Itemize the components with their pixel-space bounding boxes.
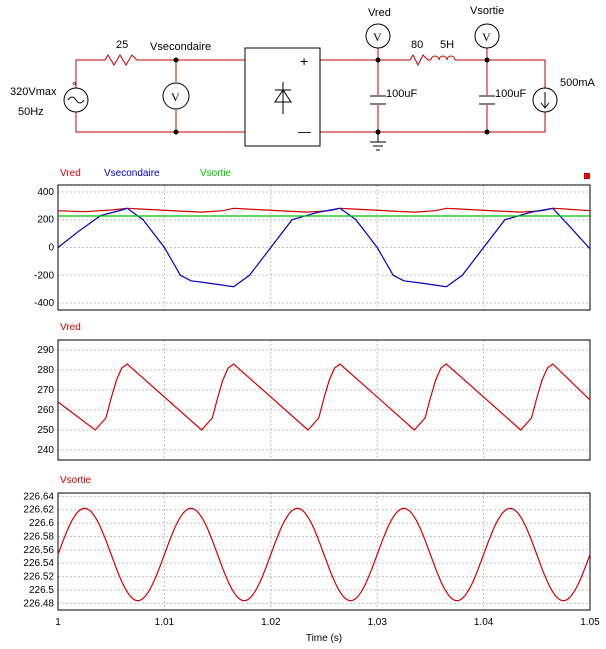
resistor-1 [104,54,140,66]
svg-text:V: V [482,30,491,44]
junction-dot [173,129,179,135]
junction-dot [484,129,490,135]
capacitor-1-label: 100uF [386,88,417,100]
voltmeter-vsortie: V [474,23,500,49]
svg-text:V: V [171,90,180,104]
y-tick-label: 226.6 [29,518,54,529]
y-tick-label: 240 [37,445,54,456]
panel-title: Vred [60,322,81,333]
series-line-vred [57,363,591,431]
y-tick-label: 400 [37,187,54,198]
y-tick-label: 260 [37,405,54,416]
x-tick-label: 1.02 [261,617,281,628]
y-tick-label: 280 [37,365,54,376]
legend-vsortie: Vsortie [200,168,232,179]
y-tick-label: 226.56 [23,545,54,556]
capacitor-2-label: 100uF [495,88,526,100]
x-axis-label: Time (s) [306,633,342,644]
y-tick-label: 290 [37,345,54,356]
ground-symbol [370,132,386,151]
inductor [430,55,456,61]
waveform-plots: 400 200 0 -200 -400 290 280 270 260 250 240 Vred 226… [23,168,600,644]
current-source-load [532,87,558,113]
ac-source: ° [63,81,89,113]
resistor-2 [409,53,431,67]
circuit-schematic: 25 ° 320Vmax 50Hz V Vsecondaire + — 100u… [10,5,596,151]
y-tick-label: 226.52 [23,572,54,583]
y-tick-label: 226.48 [23,598,54,609]
y-tick-label: 250 [37,425,54,436]
node-vsortie-label: Vsortie [470,5,504,17]
rectifier-minus-sign: — [298,124,311,139]
node-vsecondaire-label: Vsecondaire [150,41,211,53]
legend-marker [584,173,590,179]
junction-dot [484,57,490,63]
capacitor-2 [479,95,495,105]
y-tick-label: 200 [37,215,54,226]
series-line-vsortie [57,507,591,602]
voltmeter-vred: V [365,23,391,49]
source-amplitude-label: 320Vmax [10,86,57,98]
source-frequency-label: 50Hz [18,106,44,118]
load-label: 500mA [560,77,596,89]
panel-title: Vsortie [60,475,92,486]
svg-text:V: V [373,30,382,44]
bridge-rectifier: + — [244,47,321,147]
legend-vred: Vred [60,168,81,179]
inductor-label: 5H [440,39,454,51]
junction-dot [375,57,381,63]
voltmeter-vsecondaire: V [162,82,190,110]
x-tick-label: 1 [55,617,61,628]
capacitor-1 [370,95,386,105]
y-tick-label: 0 [48,243,54,254]
y-tick-label: -400 [34,298,54,309]
plot-frame [57,492,591,611]
y-tick-label: -200 [34,270,54,281]
legend-vsecondaire: Vsecondaire [104,168,160,179]
y-tick-label: 226.5 [29,585,54,596]
x-tick-label: 1.04 [474,617,494,628]
node-vred-label: Vred [368,7,391,19]
x-tick-label: 1.03 [367,617,387,628]
rectifier-plus-sign: + [300,53,308,69]
resistor-1-label: 25 [116,39,128,51]
junction-dot [173,57,179,63]
x-tick-label: 1.01 [155,617,175,628]
svg-text:°: ° [72,81,76,93]
y-tick-label: 226.62 [23,505,54,516]
y-tick-label: 226.54 [23,558,54,569]
y-tick-label: 270 [37,385,54,396]
x-tick-label: 1.05 [580,617,600,628]
y-tick-label: 226.64 [23,491,54,502]
y-tick-label: 226.58 [23,531,54,542]
resistor-2-label: 80 [411,39,423,51]
